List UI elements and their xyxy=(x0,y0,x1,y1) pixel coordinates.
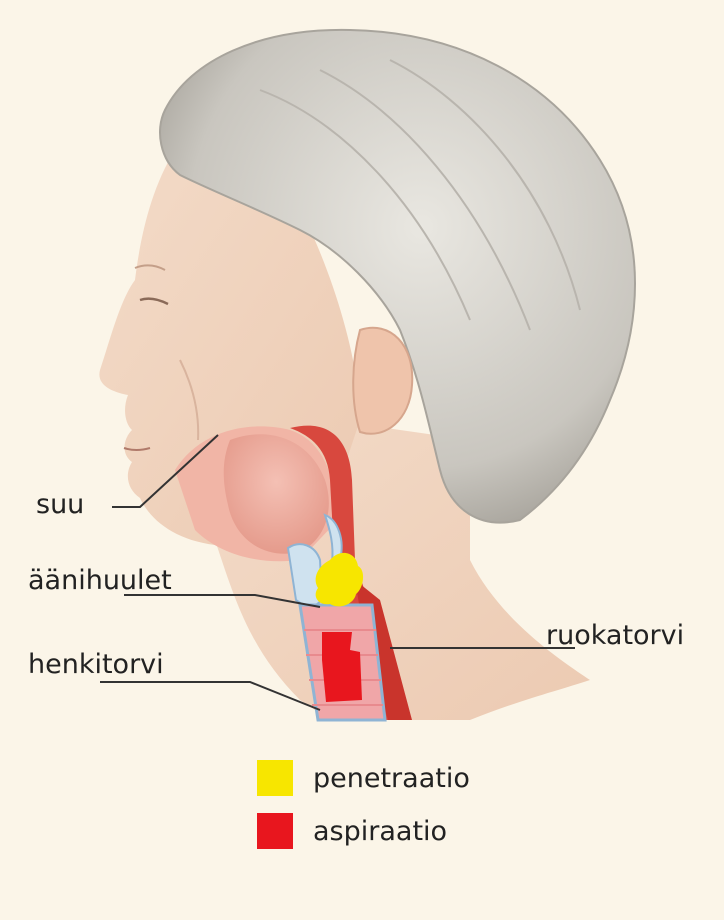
legend-swatch-aspiration xyxy=(257,813,293,849)
legend-item-penetration: penetraatio xyxy=(257,760,470,796)
legend-swatch-penetration xyxy=(257,760,293,796)
label-mouth: suu xyxy=(36,491,84,518)
ear xyxy=(353,328,412,434)
legend-label-aspiration: aspiraatio xyxy=(313,818,447,845)
label-trachea: henkitorvi xyxy=(28,651,164,678)
leader-line-trachea xyxy=(100,682,320,710)
label-vocal-cords: äänihuulet xyxy=(28,567,172,594)
label-esophagus: ruokatorvi xyxy=(546,622,684,649)
legend-item-aspiration: aspiraatio xyxy=(257,813,447,849)
legend-label-penetration: penetraatio xyxy=(313,765,470,792)
